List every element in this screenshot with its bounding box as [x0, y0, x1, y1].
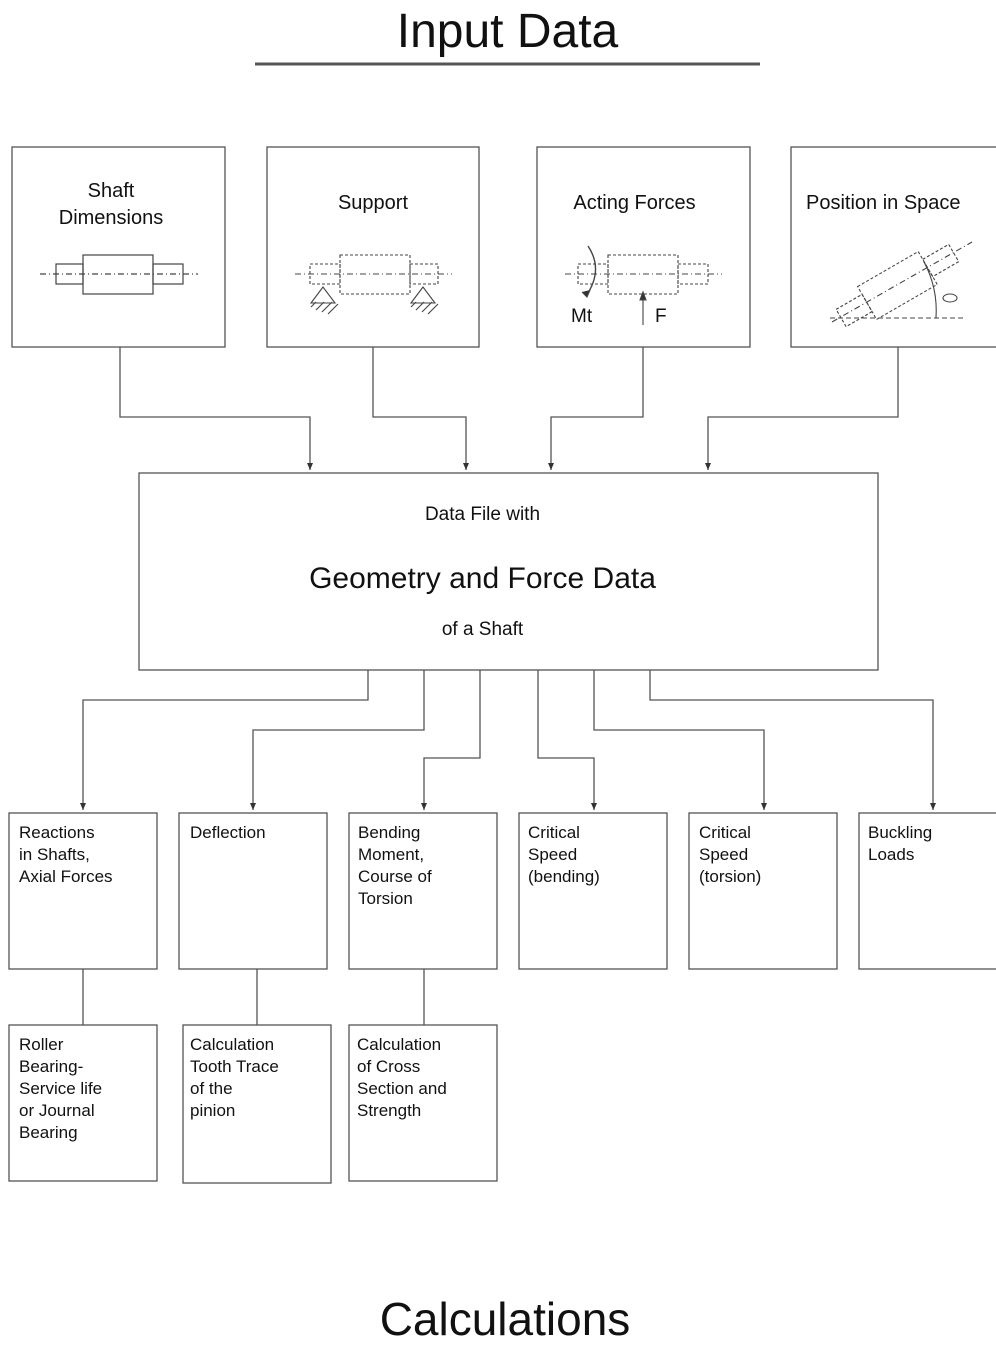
calc-label-deflection: Deflection [190, 823, 266, 842]
datafile-line3: of a Shaft [441, 619, 524, 640]
connector-datafile-to-reactions [80, 670, 369, 810]
input-box-position-in-space [790, 146, 996, 348]
calc-box-critical-torsion [688, 812, 838, 970]
calc-label-critical-bending: Critical Speed (bending) [528, 823, 600, 886]
calc-box-deflection [178, 812, 328, 970]
support-sketch-icon [295, 254, 452, 315]
footer-title: Calculations [379, 1293, 631, 1345]
calc-label-critical-torsion: Critical Speed (torsion) [699, 823, 762, 886]
connector-shaft-to-datafile [119, 347, 313, 470]
connector-datafile-to-critical-bending [537, 670, 597, 810]
input-label-acting-forces: Acting Forces [573, 192, 696, 214]
shaft-dimensions-sketch-icon [40, 254, 198, 295]
calc-label-buckling: Buckling Loads [868, 823, 933, 864]
subcalc-label-roller-bearing: Roller Bearing- Service life or Journal … [19, 1035, 103, 1142]
input-box-shaft-dimensions [11, 146, 226, 348]
calc-label-bending: Bending Moment, Course of Torsion [358, 823, 432, 908]
datafile-line2: Geometry and Force Data [309, 562, 656, 595]
subcalc-label-tooth-trace: Calculation Tooth Trace of the pinion [190, 1035, 279, 1120]
acting-forces-sketch-icon [565, 245, 722, 325]
calc-box-bending [348, 812, 498, 970]
subcalc-box-cross-section [348, 1024, 498, 1182]
datafile-box [138, 472, 879, 671]
input-label-position-in-space: Position in Space [806, 192, 961, 214]
input-label-shaft-dimensions: Shaft Dimensions [58, 180, 164, 229]
calc-box-critical-bending [518, 812, 668, 970]
calc-label-reactions: Reactions in Shafts, Axial Forces [19, 823, 113, 886]
input-box-support [266, 146, 480, 348]
connector-datafile-to-buckling [649, 670, 936, 810]
mt-label: Mt [571, 306, 593, 327]
connector-datafile-to-bending [421, 670, 481, 810]
page-title: Input Data [396, 5, 619, 58]
input-label-support: Support [337, 192, 409, 214]
f-label: F [655, 306, 667, 327]
connector-support-to-datafile [372, 347, 469, 470]
connector-forces-to-datafile [548, 347, 644, 470]
position-in-space-sketch-icon [830, 241, 973, 328]
calc-box-buckling [858, 812, 996, 970]
subcalc-label-cross-section: Calculation of Cross Section and Strengt… [357, 1035, 447, 1120]
connector-position-to-datafile [705, 347, 899, 470]
connector-datafile-to-deflection [250, 670, 425, 810]
connector-datafile-to-critical-torsion [593, 670, 767, 810]
datafile-line1: Data File with [424, 504, 541, 525]
